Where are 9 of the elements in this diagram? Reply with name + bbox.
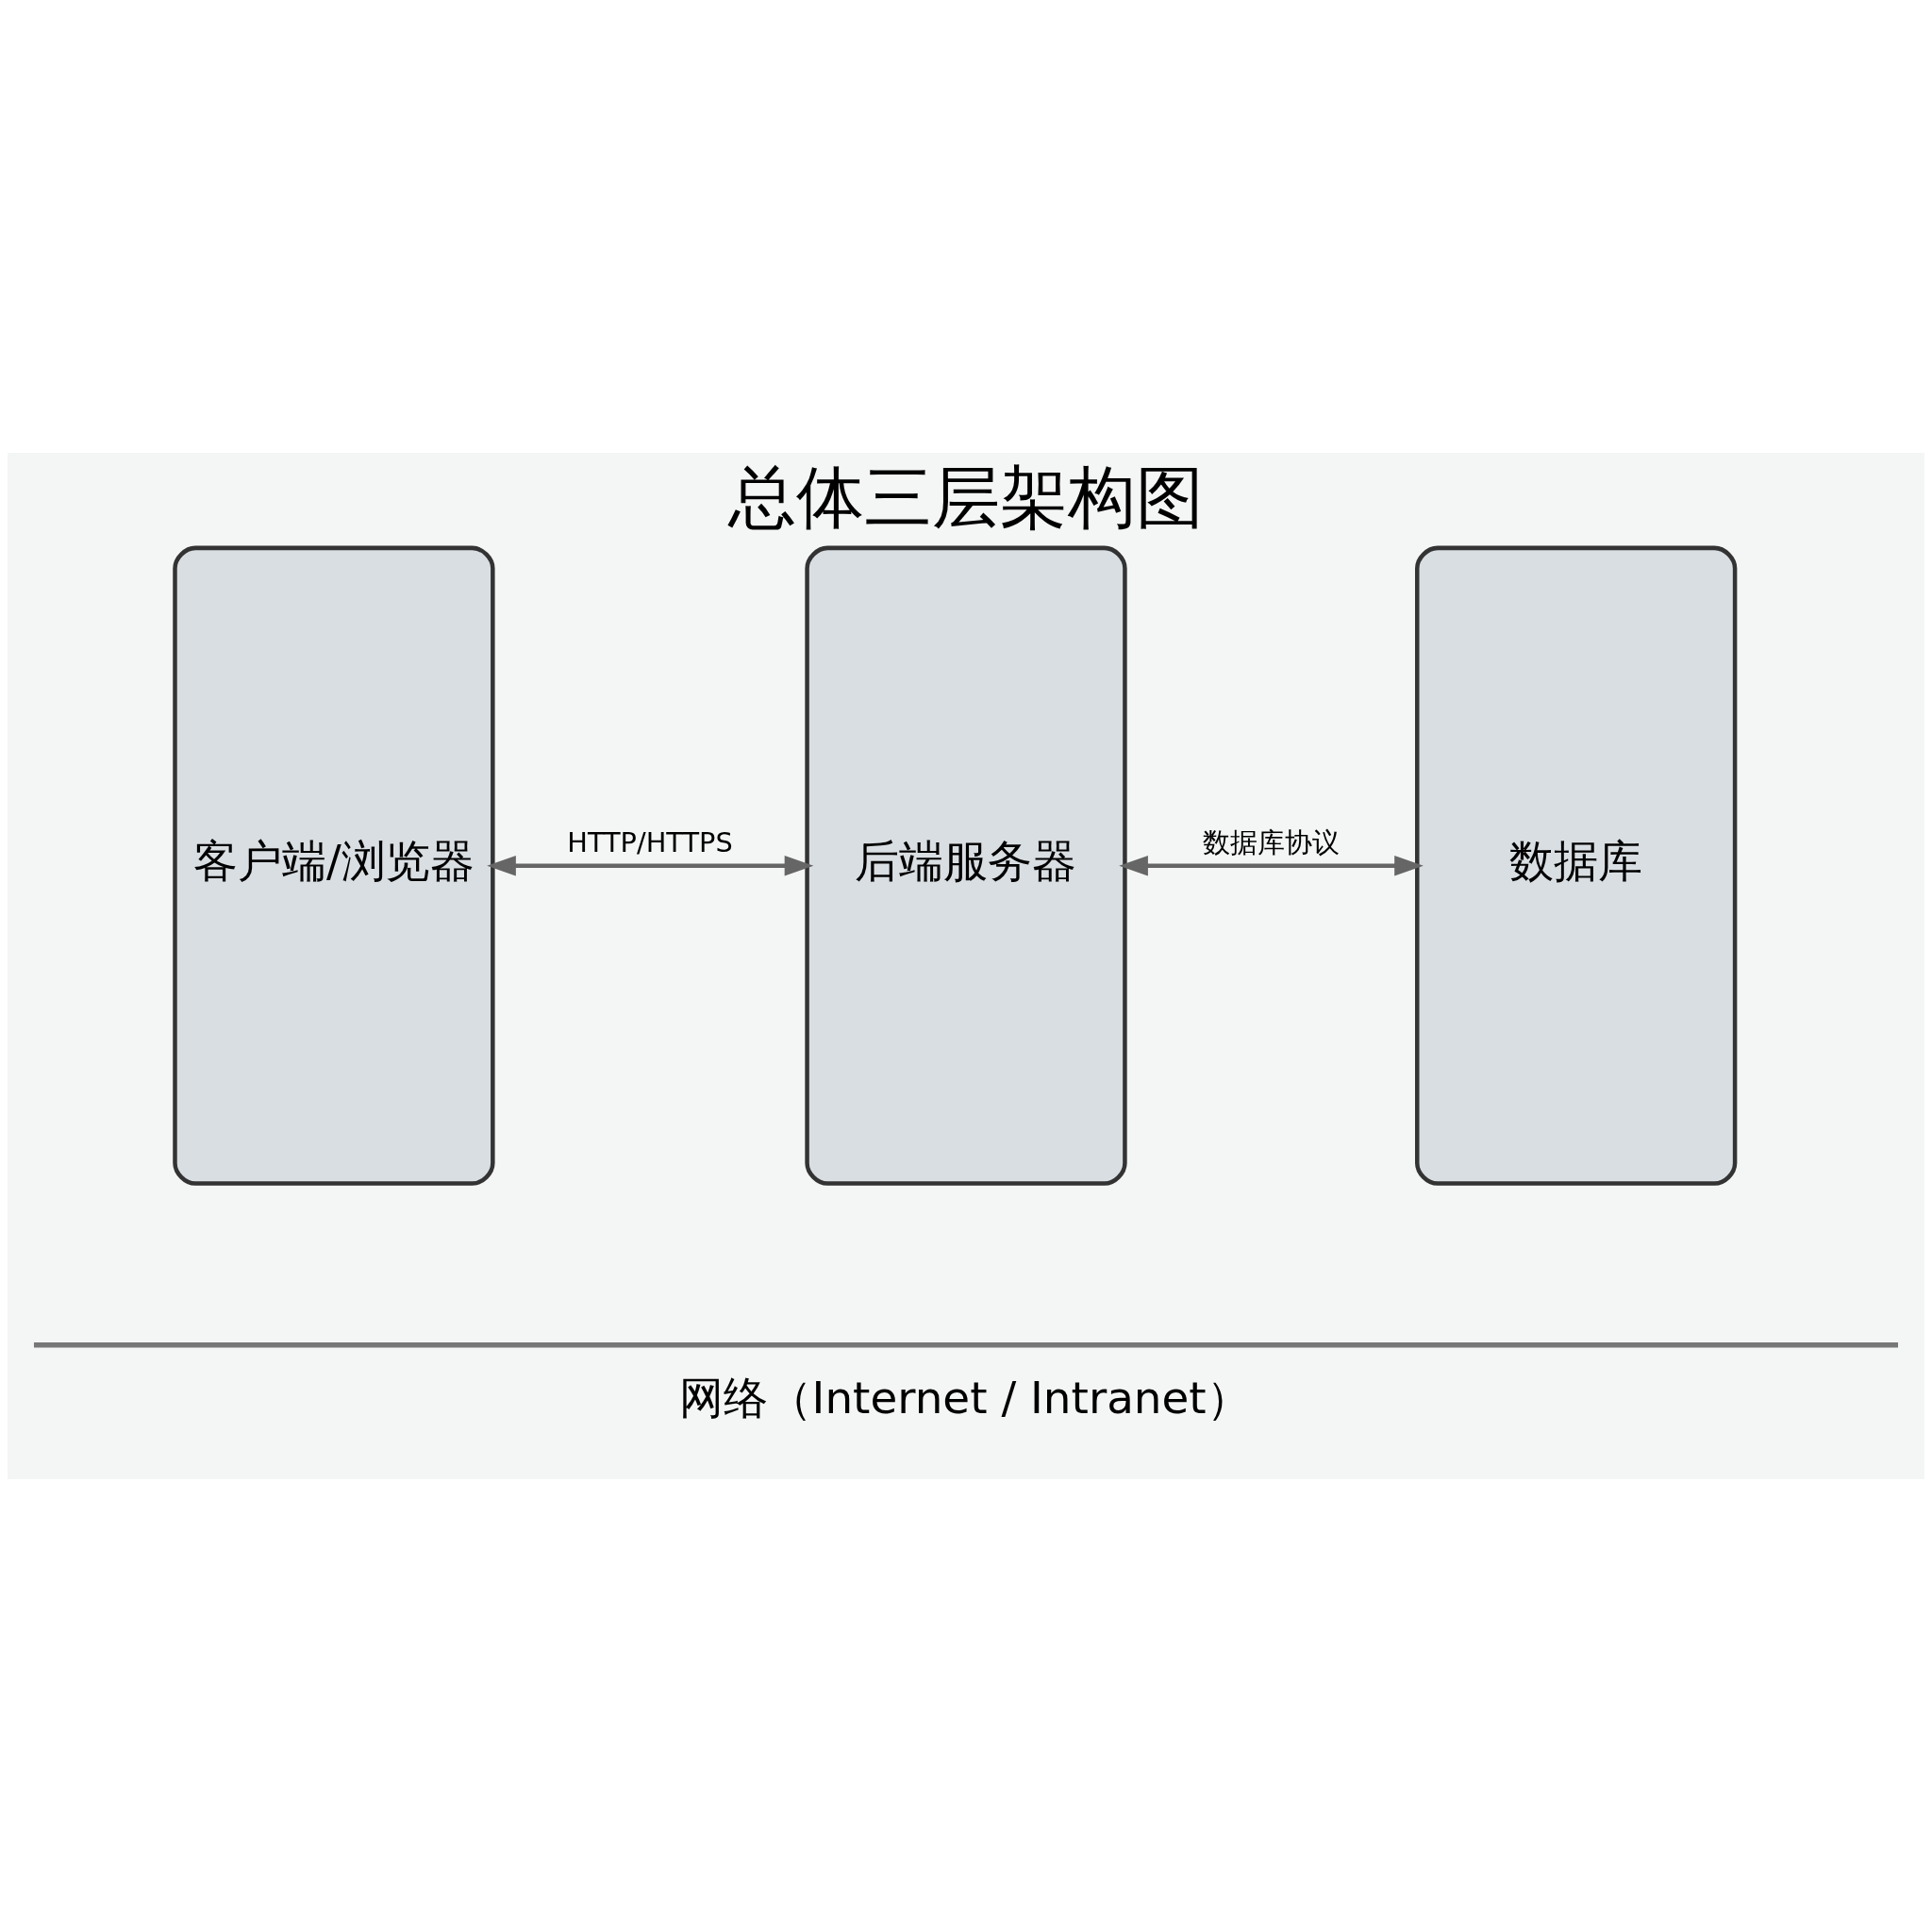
arrow [487,856,814,876]
arrow [1119,856,1424,876]
diagram-title: 总体三层架构图 [728,458,1204,538]
edge-label: 数据库协议 [1202,825,1340,858]
edge-label: HTTP/HTTPS [567,825,733,858]
node-box: 数据库 [1415,545,1738,1186]
node-box: 后端服务器 [805,545,1127,1186]
node-box: 客户端/浏览器 [173,545,495,1186]
label: 网络（Internet / Intranet） [678,1373,1251,1424]
